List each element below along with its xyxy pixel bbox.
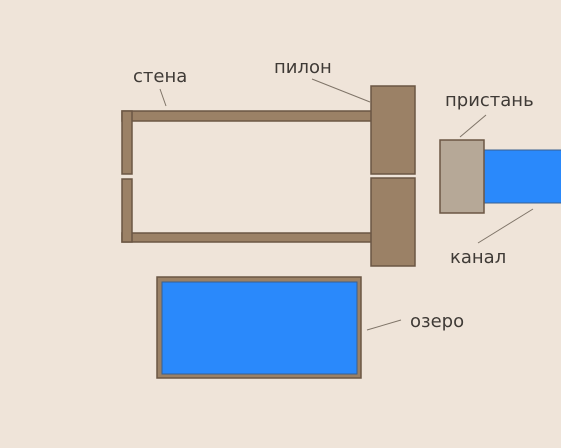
pylon-upper — [370, 85, 416, 175]
pylon-label: пилон — [274, 57, 332, 78]
canal-leader — [477, 208, 534, 244]
lake-water — [161, 281, 358, 375]
wall-left-upper — [121, 110, 133, 175]
pylon-leader — [311, 78, 371, 103]
pylon-lower — [370, 177, 416, 267]
wall-label: стена — [133, 66, 187, 87]
lake-leader — [366, 319, 402, 331]
lake-label: озеро — [410, 311, 464, 332]
wall-left-lower — [121, 178, 133, 243]
canal-water — [482, 149, 561, 204]
pier-label: пристань — [445, 90, 534, 111]
wall-top — [121, 110, 375, 122]
canal-label: канал — [450, 247, 506, 268]
wall-leader — [159, 88, 167, 107]
pier-leader — [459, 114, 487, 138]
leader-lines — [159, 78, 534, 331]
pier-block — [439, 139, 485, 214]
pylons — [370, 85, 416, 267]
wall-bottom — [121, 232, 375, 243]
wall-enclosure — [121, 110, 375, 243]
